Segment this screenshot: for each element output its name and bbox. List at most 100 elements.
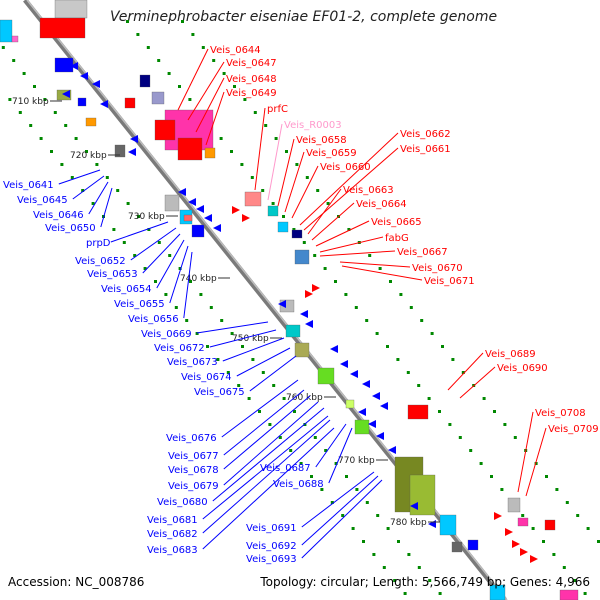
gc-dot: [409, 306, 413, 309]
gc-dot: [189, 280, 192, 283]
gene-label-reverse: prpD: [86, 238, 111, 249]
gene-feature: [294, 342, 310, 358]
gc-dot: [362, 540, 365, 543]
gc-dot: [39, 137, 43, 140]
gc-dot: [230, 150, 233, 153]
gc-dot: [271, 202, 275, 205]
gene-feature: [507, 497, 521, 513]
gc-dot: [461, 371, 465, 374]
gc-dot: [344, 293, 348, 296]
gc-dot: [240, 163, 244, 166]
kbp-tick-label: 740 kbp: [180, 274, 217, 284]
gene-arrow: [300, 310, 308, 318]
gc-dot: [261, 371, 265, 374]
gc-dot: [222, 72, 226, 75]
gc-dot: [22, 72, 26, 75]
gc-dot: [438, 592, 442, 595]
leader-line: [517, 411, 534, 493]
gc-dot: [386, 345, 389, 348]
leader-line: [88, 181, 109, 215]
gene-arrow: [305, 320, 313, 328]
gene-label-reverse: Veis_0683: [147, 545, 198, 556]
gene-label-reverse: Veis_0692: [246, 541, 297, 552]
gc-dot: [430, 332, 434, 335]
gc-dot: [74, 137, 78, 140]
leader-line: [459, 366, 496, 399]
gene-label-forward: Veis_0690: [497, 363, 548, 374]
gene-label-reverse: Veis_0691: [246, 523, 297, 534]
gc-dot: [216, 358, 220, 361]
gc-dot: [18, 111, 22, 114]
gc-dot: [372, 553, 376, 556]
gc-dot: [441, 345, 444, 348]
gene-arrow: [130, 135, 138, 143]
leader-line: [221, 379, 299, 438]
gc-dot: [167, 72, 171, 75]
gene-label-reverse: Veis_0669: [141, 329, 192, 340]
gene-arrow: [512, 540, 520, 548]
gc-dot: [133, 254, 137, 257]
kbp-tick-label: 710 kbp: [12, 97, 49, 107]
leader-line: [223, 401, 319, 486]
gc-dot: [43, 98, 47, 101]
gc-dot: [1, 46, 5, 49]
gene-arrow: [376, 432, 384, 440]
gc-dot: [188, 98, 192, 101]
gc-dot: [272, 384, 276, 387]
gc-dot: [573, 579, 577, 582]
leader-line: [301, 479, 383, 559]
gene-feature: [204, 147, 216, 159]
gene-label-forward: Veis_0658: [296, 135, 347, 146]
gene-feature: [544, 519, 556, 531]
gene-arrow: [368, 420, 376, 428]
gc-dot: [126, 20, 129, 23]
gc-dot: [399, 293, 403, 296]
gc-dot: [247, 397, 251, 400]
gene-feature: [11, 35, 19, 43]
gc-dot: [136, 33, 140, 36]
gc-dot: [469, 449, 473, 452]
gc-dot: [396, 358, 400, 361]
gc-dot: [191, 33, 195, 36]
accession-text: Accession: NC_008786: [8, 575, 145, 589]
gene-arrow: [358, 408, 366, 416]
gene-arrow: [372, 392, 380, 400]
gc-dot: [164, 293, 168, 296]
gene-label-reverse: Veis_0679: [168, 481, 219, 492]
gene-label-forward: Veis_0663: [343, 185, 394, 196]
gene-feature: [77, 97, 87, 107]
gene-label-reverse: Veis_0678: [168, 465, 219, 476]
gc-dot: [220, 319, 224, 322]
gc-dot: [91, 202, 95, 205]
gene-label-forward: Veis_0667: [397, 247, 448, 258]
gc-dot: [351, 527, 355, 530]
leader-line: [341, 265, 423, 281]
gc-dot: [334, 280, 337, 283]
gene-label-forward: Veis_0662: [400, 129, 451, 140]
gc-dot: [458, 436, 462, 439]
gc-dot: [406, 371, 410, 374]
gc-dot: [137, 215, 140, 218]
gc-dot: [209, 306, 213, 309]
gc-dot: [157, 59, 161, 62]
map-title: Verminephrobacter eiseniae EF01-2, compl…: [110, 9, 498, 25]
gc-dot: [545, 475, 548, 478]
leader-line: [142, 233, 181, 274]
gc-dot: [347, 228, 351, 231]
gene-label-reverse: Veis_0672: [154, 343, 205, 354]
gene-feature: [177, 137, 203, 161]
gc-dot: [393, 579, 397, 582]
gene-label-forward: Veis_0661: [400, 144, 451, 155]
gc-dot: [251, 358, 255, 361]
gc-dot: [386, 527, 390, 530]
leader-line: [284, 151, 305, 213]
gc-dot: [513, 436, 517, 439]
gene-label-forward: Veis_0671: [424, 276, 475, 287]
gene-arrow: [388, 446, 396, 454]
gene-arrow: [70, 62, 78, 70]
gene-feature: [267, 205, 279, 217]
gene-arrow: [330, 345, 338, 353]
gc-dot: [250, 176, 254, 179]
gene-label-reverse: Veis_0693: [246, 554, 297, 565]
